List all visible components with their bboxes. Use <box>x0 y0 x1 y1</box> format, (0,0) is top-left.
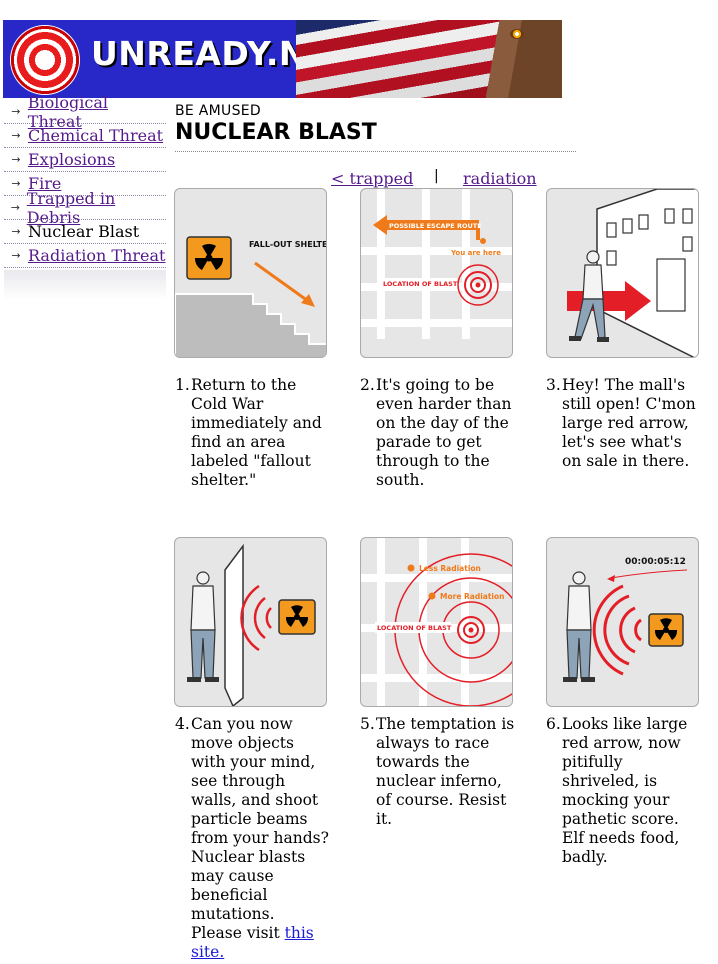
step-2: 2. It's going to be even harder than on … <box>360 376 515 490</box>
you-are-here-label: You are here <box>450 249 501 257</box>
sidebar-link[interactable]: Chemical Threat <box>28 126 164 145</box>
step-4: 4. Can you now move objects with your mi… <box>175 715 330 962</box>
panel-mall <box>546 188 699 358</box>
radiation-icon <box>648 613 684 647</box>
step-text: Return to the Cold War immediately and f… <box>191 376 322 489</box>
arrow-icon <box>254 261 309 303</box>
step-6: 6. Looks like large red arrow, now pitif… <box>546 715 701 867</box>
marker-icon <box>407 564 415 572</box>
blast-label: LOCATION OF BLAST <box>383 280 458 288</box>
sidebar-item-radiation: → Radiation Threat <box>4 244 166 268</box>
sidebar-link[interactable]: Biological Threat <box>27 92 109 131</box>
sidebar-link[interactable]: Explosions <box>28 150 116 169</box>
step-text: The temptation is always to race towards… <box>376 715 515 828</box>
section-kicker: BE AMUSED <box>175 103 262 119</box>
panel-escape-route: POSSIBLE ESCAPE ROUTE You are here LOCAT… <box>360 188 513 358</box>
person-standing-icon <box>563 571 595 682</box>
flag-photo <box>296 20 562 98</box>
step-number: 4. <box>175 715 190 733</box>
banner-left: UNREADY.NET <box>3 20 353 98</box>
sidebar-link[interactable]: Fire <box>28 174 62 193</box>
shriveled-arrow-icon <box>610 569 688 579</box>
radiation-waves-icon <box>592 584 642 676</box>
step-text: Looks like large red arrow, now pitifull… <box>562 715 688 866</box>
step-text: Can you now move objects with your mind,… <box>191 715 330 962</box>
arrow-right-icon: → <box>11 249 21 262</box>
blast-target-icon <box>457 616 485 644</box>
person-standing-icon <box>187 571 219 682</box>
step-number: 6. <box>546 715 561 733</box>
face-photo <box>486 20 562 98</box>
sidebar-nav: → Biological Threat → Chemical Threat → … <box>4 93 166 300</box>
step-3: 3. Hey! The mall's still open! C'mon lar… <box>546 376 701 471</box>
step-number: 2. <box>360 376 375 394</box>
sidebar-item-trapped: → Trapped in Debris <box>4 189 166 227</box>
step-number: 1. <box>175 376 190 394</box>
blast-target-icon <box>457 264 499 306</box>
panel-timer: 00:00:05:12 <box>546 537 699 707</box>
step-text-body: Can you now move objects with your mind,… <box>191 715 329 942</box>
panel-radiation-zones: Less Radiation More Radiation LOCATION O… <box>360 537 513 707</box>
more-radiation-label: More Radiation <box>440 592 505 601</box>
target-icon[interactable] <box>11 26 79 94</box>
sidebar-item-explosions: → Explosions <box>4 148 166 172</box>
page-title: NUCLEAR BLAST <box>175 120 377 145</box>
location-pin-icon <box>480 238 486 244</box>
arrow-right-icon: → <box>11 177 21 190</box>
panel-fallout-shelter: FALL-OUT SHELTER <box>174 188 327 358</box>
sidebar-item-fire: → Fire <box>4 172 166 196</box>
step-number: 5. <box>360 715 375 733</box>
sidebar-item-biological: → Biological Threat <box>4 93 166 131</box>
less-radiation-label: Less Radiation <box>419 564 481 573</box>
sidebar-link[interactable]: Radiation Threat <box>28 246 166 265</box>
radiation-waves-icon <box>240 584 272 652</box>
this-site-link[interactable]: this site. <box>191 924 314 961</box>
blast-label: LOCATION OF BLAST <box>377 624 452 632</box>
prev-link[interactable]: < trapped <box>331 169 414 188</box>
divider <box>175 151 576 152</box>
marker-icon <box>428 592 436 600</box>
step-number: 3. <box>546 376 561 394</box>
panel-through-walls <box>174 537 327 707</box>
sidebar-item-nuclear: → Nuclear Blast <box>4 220 166 244</box>
step-text: It's going to be even harder than on the… <box>376 376 512 489</box>
route-label: POSSIBLE ESCAPE ROUTE <box>389 222 482 230</box>
sidebar-link[interactable]: Trapped in Debris <box>26 188 116 227</box>
step-text: Hey! The mall's still open! C'mon large … <box>562 376 696 470</box>
step-1: 1. Return to the Cold War immediately an… <box>175 376 330 490</box>
site-banner: UNREADY.NET <box>3 20 562 98</box>
radiation-icon <box>278 599 316 635</box>
escape-route-arrow: POSSIBLE ESCAPE ROUTE <box>373 215 482 235</box>
arrow-right-icon: → <box>11 225 21 238</box>
arrow-right-icon: → <box>10 201 20 214</box>
person-walking-icon <box>569 250 609 342</box>
sidebar-item-chemical: → Chemical Threat <box>4 124 166 148</box>
arrow-right-icon: → <box>11 129 21 142</box>
timer-label: 00:00:05:12 <box>625 557 686 567</box>
arrow-right-icon: → <box>11 153 21 166</box>
eye-icon <box>510 29 524 39</box>
pager-separator: | <box>434 168 439 184</box>
arrow-right-icon: → <box>11 105 21 118</box>
step-5: 5. The temptation is always to race towa… <box>360 715 515 829</box>
radiation-icon <box>186 236 232 280</box>
shelter-label: FALL-OUT SHELTER <box>249 240 327 249</box>
sidebar-current-label: Nuclear Blast <box>28 222 140 241</box>
